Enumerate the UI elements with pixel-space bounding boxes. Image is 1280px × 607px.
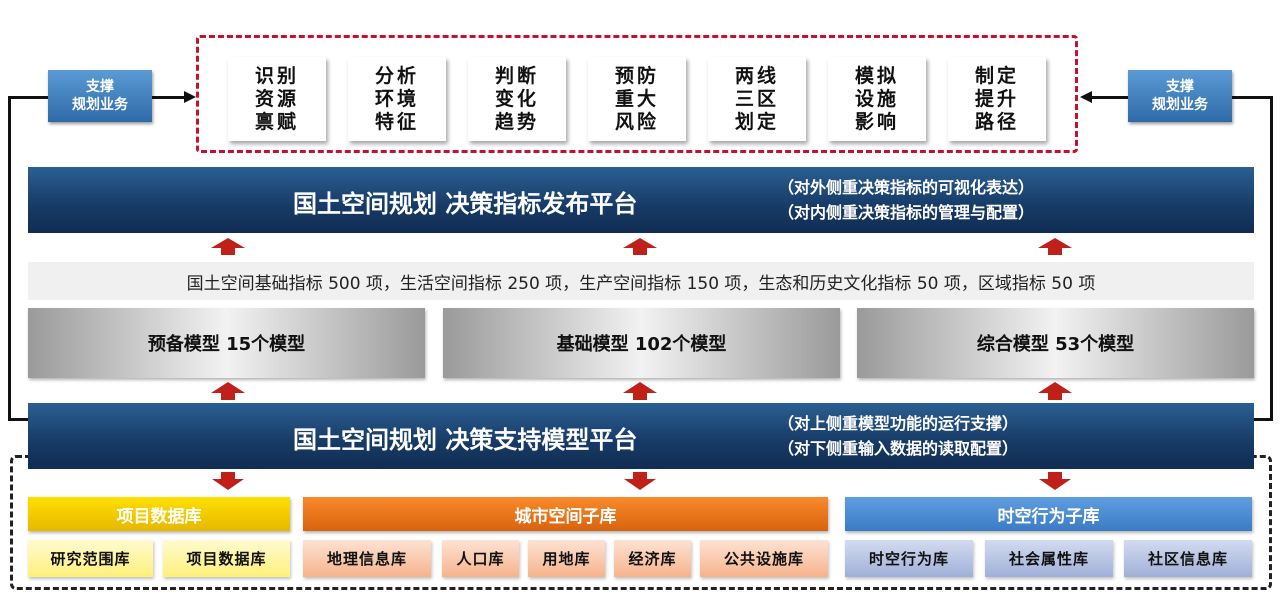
db-item: 项目数据库	[163, 540, 290, 577]
goal-card: 判断 变化 趋势	[468, 57, 566, 141]
up-arrow-icon	[1038, 382, 1072, 400]
support-platform-title: 国土空间规划 决策支持模型平台	[293, 426, 638, 454]
db-item: 经济库	[614, 540, 691, 577]
right-arrow-line	[1090, 96, 1130, 99]
note: （对外侧重决策指标的可视化表达）	[778, 178, 1035, 197]
note: （对下侧重输入数据的读取配置）	[778, 439, 1019, 458]
up-arrow-icon	[211, 382, 245, 400]
db-item: 研究范围库	[28, 540, 153, 577]
model-box-basic: 基础模型 102个模型	[443, 308, 840, 378]
left-feedback-line	[8, 96, 11, 421]
left-arrow-line	[152, 96, 190, 99]
right-feedback-line-top	[1230, 96, 1272, 99]
arrow-left-icon	[1080, 91, 1092, 103]
indicators-band: 国土空间基础指标 500 项，生活空间指标 250 项，生产空间指标 150 项…	[28, 262, 1254, 300]
db-item: 用地库	[528, 540, 605, 577]
db-header-behavior: 时空行为子库	[845, 497, 1252, 531]
goal-card: 两线 三区 划定	[708, 57, 806, 141]
down-arrow-icon	[1039, 472, 1071, 490]
model-box-comprehensive: 综合模型 53个模型	[857, 308, 1254, 378]
db-header-urban: 城市空间子库	[303, 497, 828, 531]
db-item: 社会属性库	[985, 540, 1113, 577]
up-arrow-icon	[623, 238, 657, 255]
support-box-left: 支撑 规划业务	[48, 70, 152, 122]
db-item: 社区信息库	[1124, 540, 1252, 577]
arrow-right-icon	[184, 91, 196, 103]
support-platform-notes: （对上侧重模型功能的运行支撑） （对下侧重输入数据的读取配置）	[778, 411, 1018, 461]
left-feedback-line-top	[8, 96, 50, 99]
model-box-preparatory: 预备模型 15个模型	[28, 308, 425, 378]
db-item: 时空行为库	[845, 540, 973, 577]
goal-card: 分析 环境 特征	[348, 57, 446, 141]
left-feedback-line-bottom	[8, 418, 30, 421]
support-box-right: 支撑 规划业务	[1128, 70, 1232, 122]
goal-card: 预防 重大 风险	[588, 57, 686, 141]
db-item: 人口库	[442, 540, 519, 577]
up-arrow-icon	[623, 382, 657, 400]
support-platform-bar: 国土空间规划 决策支持模型平台 （对上侧重模型功能的运行支撑） （对下侧重输入数…	[28, 403, 1254, 469]
db-item: 公共设施库	[700, 540, 828, 577]
publish-platform-bar: 国土空间规划 决策指标发布平台 （对外侧重决策指标的可视化表达） （对内侧重决策…	[28, 167, 1254, 233]
goal-card: 制定 提升 路径	[948, 57, 1046, 141]
publish-platform-notes: （对外侧重决策指标的可视化表达） （对内侧重决策指标的管理与配置）	[778, 175, 1034, 225]
goals-container	[196, 35, 1078, 153]
publish-platform-title: 国土空间规划 决策指标发布平台	[293, 190, 638, 218]
goal-card: 模拟 设施 影响	[828, 57, 926, 141]
right-feedback-line-bottom	[1252, 418, 1272, 421]
db-item: 地理信息库	[303, 540, 431, 577]
db-header-project: 项目数据库	[28, 497, 290, 531]
up-arrow-icon	[1038, 238, 1072, 255]
note: （对上侧重模型功能的运行支撑）	[778, 414, 1019, 433]
note: （对内侧重决策指标的管理与配置）	[778, 203, 1035, 222]
goal-card: 识别 资源 禀赋	[228, 57, 326, 141]
down-arrow-icon	[212, 472, 244, 490]
down-arrow-icon	[624, 472, 656, 490]
right-feedback-line	[1270, 96, 1273, 421]
up-arrow-icon	[211, 238, 245, 255]
